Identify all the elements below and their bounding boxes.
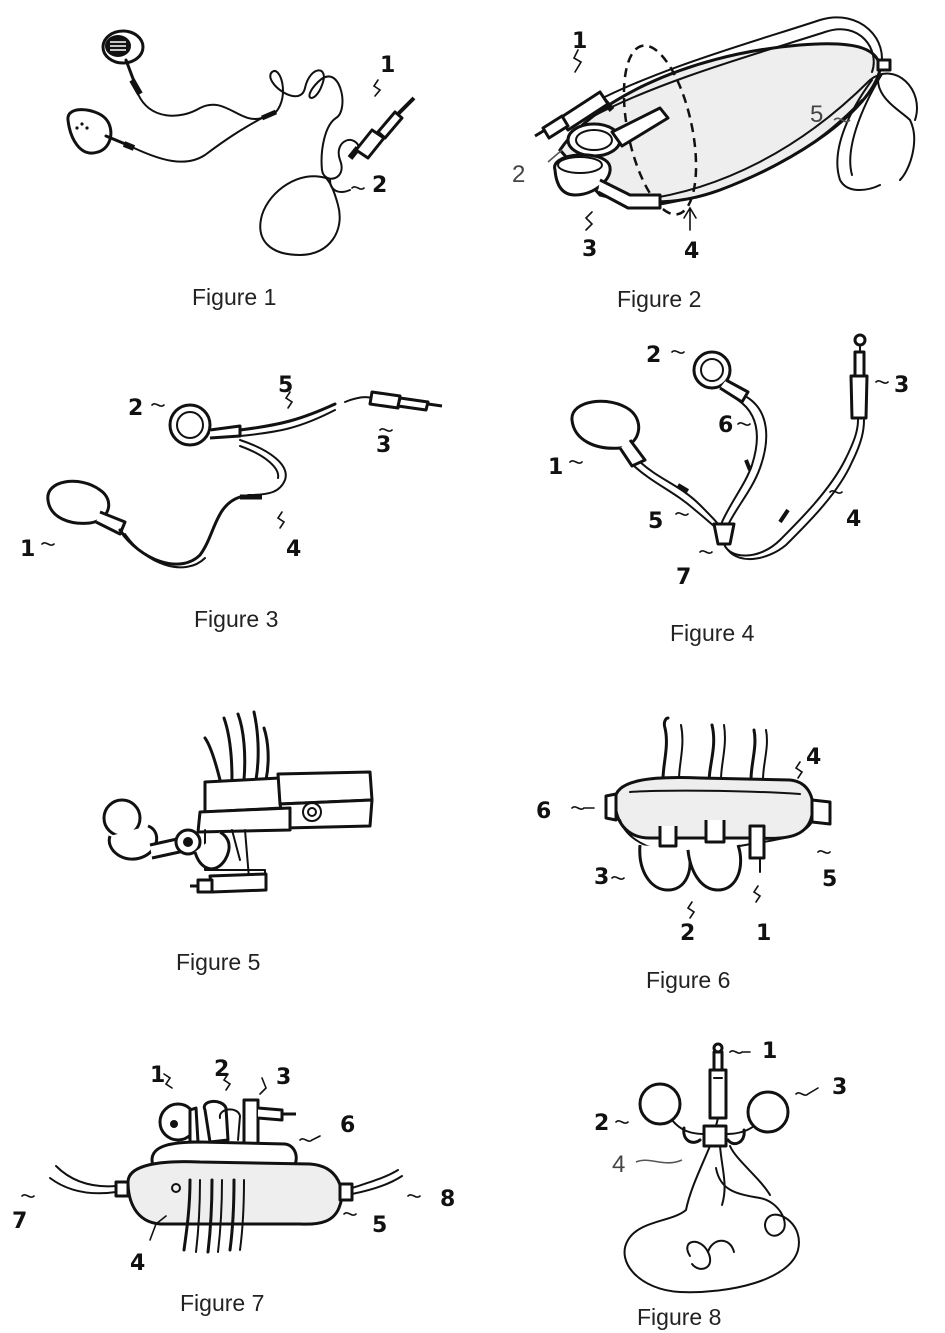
figure-7-label: 7 xyxy=(12,1209,27,1234)
figure-3-label: 2 xyxy=(128,396,143,421)
figure-5-drawing xyxy=(102,710,374,894)
figure-4-label: 5 xyxy=(648,509,663,534)
figure-6-label: 3 xyxy=(594,865,609,890)
figure-4-label: 3 xyxy=(894,373,909,398)
figure-4-label: 6 xyxy=(718,413,733,438)
figure-7-label: 8 xyxy=(440,1187,455,1212)
figure-3-caption: Figure 3 xyxy=(194,606,279,632)
figure-8-label: 1 xyxy=(762,1039,777,1064)
figure-6-drawing: 6 4 5 3 2 1 xyxy=(536,716,837,946)
figure-8-label: 4 xyxy=(612,1151,625,1178)
figure-7-drawing: 1 2 3 6 7 8 5 4 xyxy=(12,1057,455,1276)
figure-2-label: 2 xyxy=(512,161,525,188)
figure-8-label: 3 xyxy=(832,1075,847,1100)
figure-7-label: 4 xyxy=(130,1251,145,1276)
figure-7-caption: Figure 7 xyxy=(180,1290,265,1316)
figure-7-label: 6 xyxy=(340,1113,355,1138)
figure-3-label: 1 xyxy=(20,537,35,562)
figure-1-caption: Figure 1 xyxy=(192,284,277,310)
figure-8-caption: Figure 8 xyxy=(637,1304,722,1330)
figure-3-label: 5 xyxy=(278,373,293,398)
figure-6-label: 2 xyxy=(680,921,695,946)
figure-4-caption: Figure 4 xyxy=(670,620,755,646)
figure-7-label: 3 xyxy=(276,1065,291,1090)
figure-2-caption: Figure 2 xyxy=(617,286,702,312)
figure-4-label: 2 xyxy=(646,343,661,368)
figure-8-label: 2 xyxy=(594,1111,609,1136)
figure-6-label: 5 xyxy=(822,867,837,892)
figure-8-drawing: 1 2 3 4 xyxy=(594,1039,847,1294)
figure-3-label: 3 xyxy=(376,433,391,458)
figure-5-caption: Figure 5 xyxy=(176,949,261,975)
figure-6-label: 1 xyxy=(756,921,771,946)
figure-2-label: 4 xyxy=(684,239,699,264)
figure-4-label: 4 xyxy=(846,507,861,532)
figure-1-drawing: 1 2 xyxy=(66,29,416,256)
figure-7-label: 1 xyxy=(150,1063,165,1088)
figure-4-label: 1 xyxy=(548,455,563,480)
figure-4-drawing: 2 3 6 1 5 4 7 xyxy=(548,333,909,590)
figure-2-label: 3 xyxy=(582,237,597,262)
figure-6-label: 4 xyxy=(806,745,821,770)
figure-6-label: 6 xyxy=(536,799,551,824)
figure-7-label: 5 xyxy=(372,1213,387,1238)
figure-7-label: 2 xyxy=(214,1057,229,1082)
figure-6-caption: Figure 6 xyxy=(646,967,731,993)
figure-3-drawing: 2 5 3 4 1 xyxy=(20,373,443,569)
figure-2-label: 5 xyxy=(810,101,823,128)
figure-1-label: 1 xyxy=(380,53,395,78)
figure-4-label: 7 xyxy=(676,565,691,590)
figure-3-label: 4 xyxy=(286,537,301,562)
figure-2-label: 1 xyxy=(572,29,587,54)
figure-1-label: 2 xyxy=(372,173,387,198)
figure-2-drawing: 1 2 3 4 5 xyxy=(512,16,918,264)
